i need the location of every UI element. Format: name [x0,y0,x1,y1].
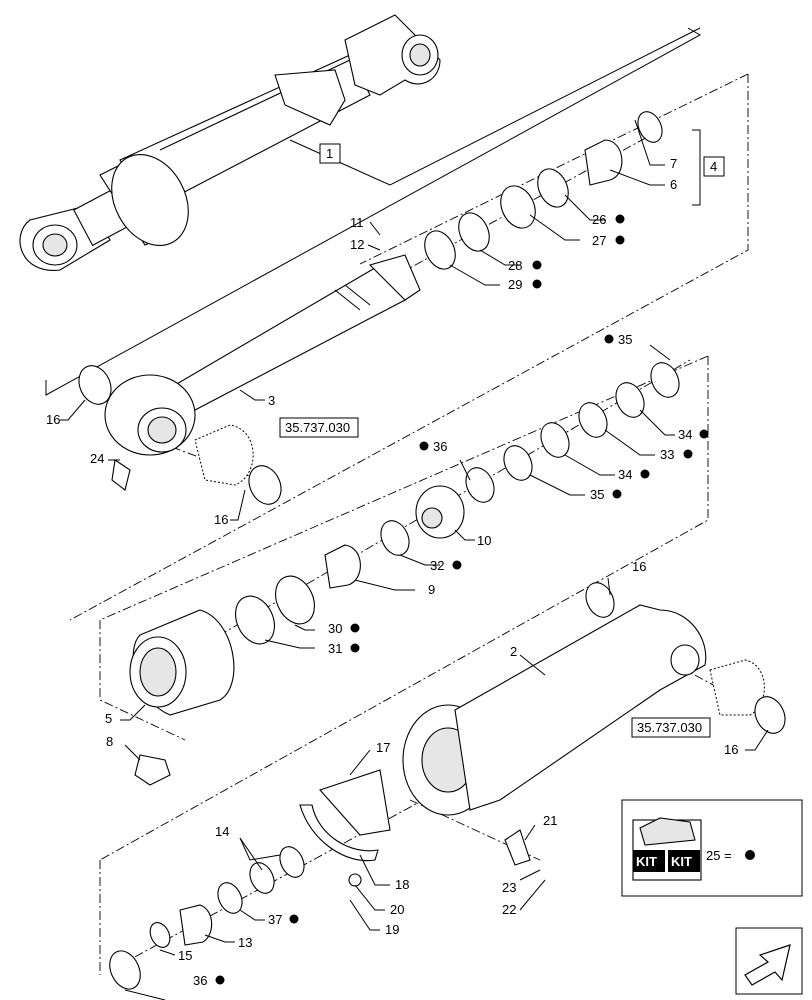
callout-c32: 20 [390,902,404,917]
kit-dot-c4 [615,235,625,245]
callout-c11: 24 [90,451,104,466]
callout-c9: 3 [268,393,275,408]
ref-upper-label: 35.737.030 [285,420,350,435]
kit-tag-1 [633,850,665,872]
kit-word-2: KIT [671,854,692,869]
bushing-kit-label: 4 [710,159,717,174]
callout-c24: 5 [105,711,112,726]
callout-c39: 15 [178,948,192,963]
callout-c5: 28 [508,258,522,273]
callout-c26: 2 [510,644,517,659]
ref-lower-label: 35.737.030 [637,720,702,735]
kit-dots [215,214,709,985]
callout-c12: 16 [214,512,228,527]
callout-c35: 23 [502,880,516,895]
kit-equation: 25 = [706,848,732,863]
kit-word-1: KIT [636,854,657,869]
callout-c30: 14 [215,824,229,839]
kit-dot-c15 [699,429,709,439]
bottom-seals [109,846,305,990]
kit-dot-c14 [419,441,429,451]
boxed-labels: 1 4 35.737.030 35.737.030 [279,143,725,738]
kit-dot-c3 [615,214,625,224]
rod-end-parts [78,365,282,505]
ref-upper-box [279,417,359,438]
kit-legend: KIT KIT 25 = [621,799,803,897]
piston-rod [104,254,421,456]
callout-c23: 31 [328,641,342,656]
callout-c20: 32 [430,558,444,573]
callout-labels: 11 12 26 27 28 29 7 6 3 16 24 16 35 36 3… [46,156,738,988]
callout-c37: 37 [268,912,282,927]
callout-c36: 22 [502,902,516,917]
upper-seals [424,111,663,270]
kit-dot-c40 [215,975,225,985]
callout-c1: 11 [350,215,364,230]
callout-c7: 7 [670,156,677,171]
kit-tag-2 [668,850,700,872]
kit-dot-c6 [532,279,542,289]
kit-dot-c17 [640,469,650,479]
callout-c38: 13 [238,935,252,950]
kit-dot-c13 [604,334,614,344]
callout-c3: 26 [592,212,606,227]
assembly-label: 1 [326,146,333,161]
callout-c18: 35 [590,487,604,502]
kit-dot-c37 [289,914,299,924]
callout-c2: 12 [350,237,364,252]
assembly-box [319,143,341,164]
cylinder-head [129,609,235,786]
callout-c40: 36 [193,973,207,988]
callout-c8: 6 [670,177,677,192]
kit-dot-c23 [350,643,360,653]
callout-c17: 34 [618,467,632,482]
callout-c10: 16 [46,412,60,427]
kit-dot-c18 [612,489,622,499]
callout-c34: 21 [543,813,557,828]
callout-c6: 29 [508,277,522,292]
callout-c22: 30 [328,621,342,636]
kit-dot-c22 [350,623,360,633]
pipe-clamp [299,769,531,887]
kit-dot-c20 [452,560,462,570]
kit-dot-c16 [683,449,693,459]
callout-c13: 35 [618,332,632,347]
callout-c31: 18 [395,877,409,892]
kit-equation-dot [745,850,755,860]
callout-c27: 16 [632,559,646,574]
callout-c4: 27 [592,233,606,248]
callout-c28: 16 [724,742,738,757]
bushing-kit-box [703,156,725,177]
callout-c29: 17 [376,740,390,755]
callout-c19: 10 [477,533,491,548]
callout-c33: 19 [385,922,399,937]
callout-c25: 8 [106,734,113,749]
ref-lower-box [631,717,711,738]
callout-c15: 34 [678,427,692,442]
piston-seals [235,362,680,645]
cylinder-assembly [19,14,441,271]
arrow-next-icon[interactable] [735,927,803,995]
callout-c21: 9 [428,582,435,597]
leader-lines [60,119,769,1000]
cylinder-barrel [402,582,786,816]
callout-c16: 33 [660,447,674,462]
kit-dot-c5 [532,260,542,270]
callout-c14: 36 [433,439,447,454]
